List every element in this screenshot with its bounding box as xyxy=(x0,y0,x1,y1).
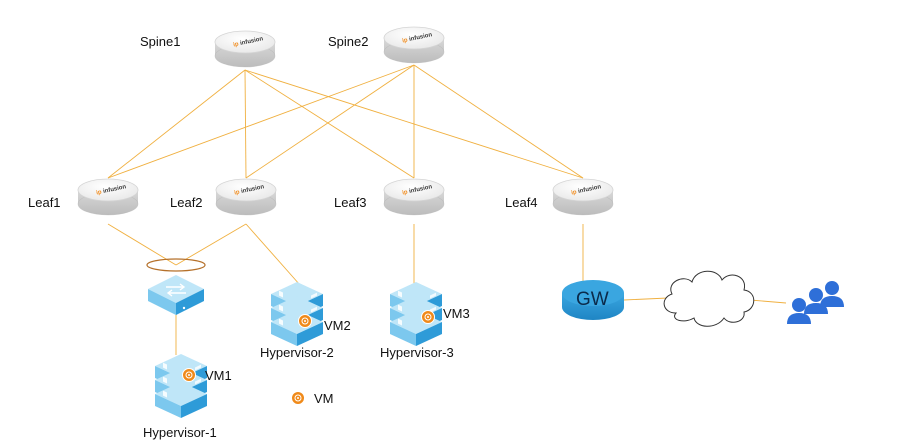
link-spine1-leaf2 xyxy=(244,69,247,179)
infusion-logo: ip infusion xyxy=(571,184,602,196)
link-leaf2-switch xyxy=(175,223,247,266)
leaf3-router[interactable]: ip infusion xyxy=(383,178,445,216)
vm1-label: VM1 xyxy=(205,368,232,383)
hypervisor-1-server[interactable] xyxy=(155,350,207,418)
vm-badge-icon xyxy=(291,391,305,405)
hypervisor-1-label: Hypervisor-1 xyxy=(143,425,217,440)
leaf2-label: Leaf2 xyxy=(170,195,203,210)
vm-badge-icon xyxy=(298,314,312,328)
access-switch[interactable] xyxy=(148,275,204,315)
switch-arrows-icon xyxy=(166,283,186,297)
link-cloud-users xyxy=(749,299,787,304)
svg-text:ip: ip xyxy=(402,189,409,196)
svg-text:ip: ip xyxy=(234,189,241,196)
vm-badge-icon xyxy=(182,368,196,382)
svg-text:ip: ip xyxy=(571,189,578,196)
svg-text:infusion: infusion xyxy=(409,184,433,195)
svg-text:ip: ip xyxy=(233,41,240,48)
leaf3-label: Leaf3 xyxy=(334,195,367,210)
infusion-logo: ip infusion xyxy=(402,32,433,44)
svg-text:infusion: infusion xyxy=(578,184,602,195)
lag-ring xyxy=(146,258,206,272)
leaf2-router[interactable]: ip infusion xyxy=(215,178,277,216)
svg-text:ip: ip xyxy=(402,37,409,44)
leaf4-label: Leaf4 xyxy=(505,195,538,210)
infusion-logo: ip infusion xyxy=(233,36,264,48)
link-spine1-leaf3 xyxy=(244,69,415,179)
infusion-logo: ip infusion xyxy=(96,184,127,196)
spine2-router[interactable]: ip infusion xyxy=(383,26,445,64)
legend-vm-label: VM xyxy=(314,391,334,406)
infusion-logo: ip infusion xyxy=(402,184,433,196)
legend: VM xyxy=(291,391,334,406)
link-leaf2-hv2 xyxy=(245,223,301,286)
vm-badge-icon xyxy=(421,310,435,324)
svg-text:infusion: infusion xyxy=(103,184,127,195)
link-spine2-leaf4 xyxy=(413,64,584,179)
hypervisor-3-server[interactable] xyxy=(390,278,442,346)
link-spine2-leaf2 xyxy=(245,64,415,179)
gateway-label: GW xyxy=(576,289,609,310)
link-spine1-leaf1 xyxy=(107,69,246,179)
spine2-label: Spine2 xyxy=(328,34,368,49)
vm2-label: VM2 xyxy=(324,318,351,333)
svg-text:infusion: infusion xyxy=(240,36,264,47)
svg-text:ip: ip xyxy=(96,189,103,196)
leaf1-label: Leaf1 xyxy=(28,195,61,210)
leaf1-router[interactable]: ip infusion xyxy=(77,178,139,216)
spine1-label: Spine1 xyxy=(140,34,180,49)
hypervisor-2-label: Hypervisor-2 xyxy=(260,345,334,360)
link-leaf1-switch xyxy=(107,223,177,266)
spine1-router[interactable]: ip infusion xyxy=(214,30,276,68)
leaf4-router[interactable]: ip infusion xyxy=(552,178,614,216)
link-spine2-leaf1 xyxy=(107,64,415,179)
svg-text:infusion: infusion xyxy=(241,184,265,195)
fabric-links xyxy=(107,64,787,355)
users-icon xyxy=(787,281,844,324)
hypervisor-2-server[interactable] xyxy=(271,278,323,346)
link-gw-cloud xyxy=(623,297,669,301)
infusion-logo: ip infusion xyxy=(234,184,265,196)
vm3-label: VM3 xyxy=(443,306,470,321)
svg-text:infusion: infusion xyxy=(409,32,433,43)
gateway-router[interactable]: GW xyxy=(562,280,624,320)
hypervisor-3-label: Hypervisor-3 xyxy=(380,345,454,360)
internet-cloud-icon xyxy=(663,270,755,327)
